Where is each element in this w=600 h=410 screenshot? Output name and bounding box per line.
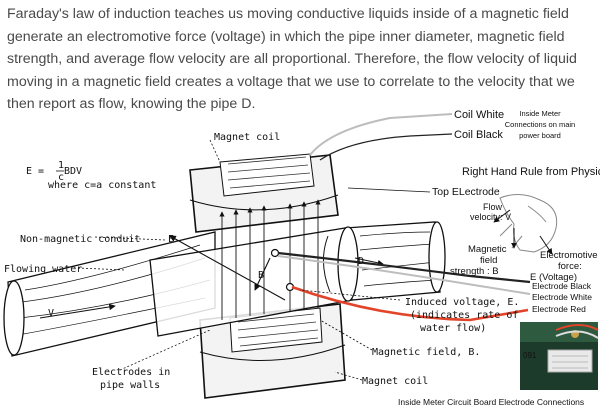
faraday-formula: E = 1 c BDV where c=a constant bbox=[26, 160, 156, 191]
right-hand-rule: Right Hand Rule from Physics Top ELectro… bbox=[347, 166, 600, 283]
board-code: 091 bbox=[523, 351, 537, 360]
svg-text:1: 1 bbox=[58, 160, 64, 171]
svg-text:where c=a constant: where c=a constant bbox=[48, 180, 156, 191]
label-electrode-black: Electrode Black bbox=[532, 281, 592, 291]
wire-coil-white bbox=[309, 113, 453, 156]
rhr-mag-1: Magnetic bbox=[468, 244, 507, 255]
leader-lines bbox=[77, 139, 401, 381]
label-electrode-white: Electrode White bbox=[532, 292, 592, 302]
label-coil-white: Coil White bbox=[454, 109, 504, 121]
label-coil-black: Coil Black bbox=[454, 129, 503, 141]
hand-icon bbox=[493, 194, 558, 255]
rhr-mag-3: strength : B bbox=[450, 266, 499, 277]
rhr-top-electrode: Top ELectrode bbox=[432, 186, 500, 198]
letter-e: E bbox=[168, 234, 174, 245]
letter-v: V bbox=[48, 308, 54, 319]
board-caption: Inside Meter Circuit Board Electrode Con… bbox=[398, 397, 584, 407]
wire-electrode-black bbox=[277, 251, 531, 284]
label-inside-meter-1: Inside Meter bbox=[519, 109, 561, 118]
label-magnet-coil-top: Magnet coil bbox=[214, 132, 280, 143]
label-electrodes-2: pipe walls bbox=[100, 380, 160, 391]
pipe-right bbox=[344, 221, 446, 301]
label-magnet-coil-bottom: Magnet coil bbox=[362, 376, 428, 387]
svg-text:c: c bbox=[58, 172, 64, 183]
label-electrodes-1: Electrodes in bbox=[92, 367, 170, 378]
label-electrode-red: Electrode Red bbox=[532, 304, 586, 314]
label-magnetic-field: Magnetic field, B. bbox=[372, 347, 480, 358]
wire-coil-black bbox=[319, 133, 453, 161]
label-induced-voltage-1: Induced voltage, E. bbox=[405, 297, 519, 308]
rhr-emf-3: E (Voltage) bbox=[530, 272, 577, 283]
wire-electrode-white bbox=[277, 255, 531, 295]
label-induced-voltage-3: water flow) bbox=[420, 323, 486, 334]
label-flowing-water: Flowing water bbox=[4, 264, 82, 275]
rhr-title: Right Hand Rule from Physics bbox=[462, 166, 600, 178]
rhr-emf-2: force: bbox=[558, 261, 582, 272]
label-inside-meter-2: Connections on main bbox=[505, 120, 575, 129]
letter-d: D bbox=[358, 256, 364, 267]
intro-paragraph: Faraday's law of induction teaches us mo… bbox=[7, 6, 577, 113]
rhr-flow-1: Flow bbox=[483, 202, 503, 212]
circuit-board-photo: 091 bbox=[520, 322, 599, 390]
label-non-magnetic-conduit: Non-magnetic conduit bbox=[20, 234, 140, 245]
rhr-flow-2: velocity: V bbox=[470, 212, 511, 222]
electrode-top bbox=[270, 248, 280, 258]
svg-text:BDV: BDV bbox=[64, 166, 82, 177]
letter-b: B bbox=[258, 270, 264, 281]
label-induced-voltage-2: (indicates rate of bbox=[410, 310, 518, 321]
rhr-mag-2: field bbox=[480, 255, 497, 266]
label-inside-meter-3: power board bbox=[519, 131, 561, 140]
magnet-coil-top bbox=[189, 153, 339, 233]
rhr-emf-1: Electromotive bbox=[540, 250, 598, 261]
svg-text:E =: E = bbox=[26, 166, 44, 177]
direction-arrows bbox=[39, 235, 286, 319]
wire-electrode-red bbox=[291, 285, 529, 322]
